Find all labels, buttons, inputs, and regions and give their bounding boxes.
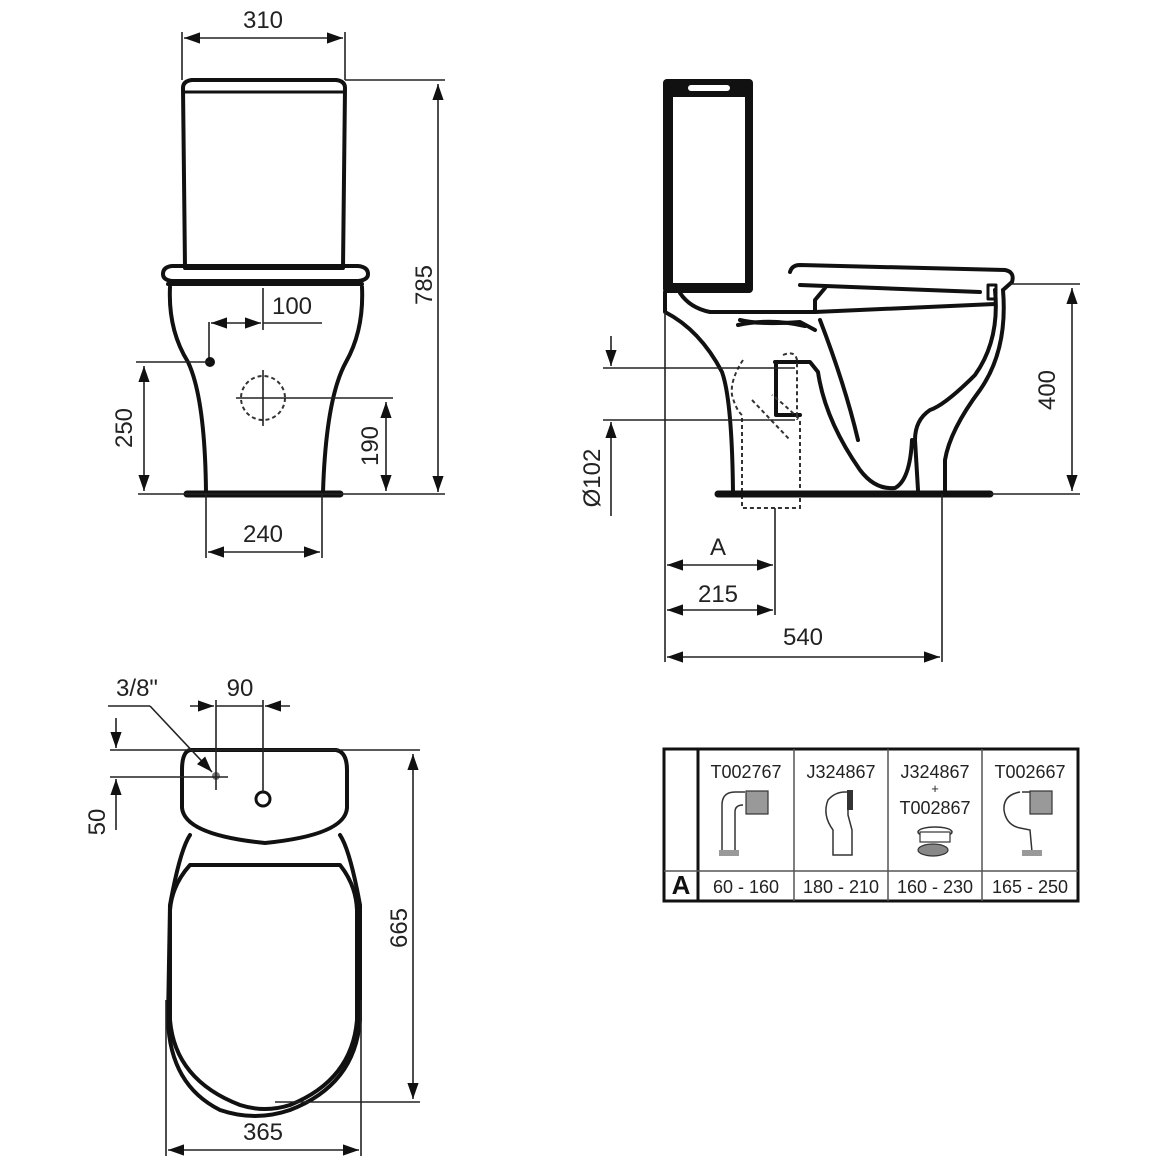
dim-outlet-diameter: Ø102: [579, 449, 606, 508]
dim-connector-distance-a: A: [710, 534, 726, 561]
elbow-pan-connector-icon: [719, 790, 769, 856]
connector-range-1: 60 - 160: [713, 877, 779, 897]
connector-range-3: 160 - 230: [897, 877, 973, 897]
dim-cistern-width: 310: [243, 7, 283, 34]
dim-outlet-distance: 215: [698, 581, 738, 608]
top-view: 3/8" 90 50 665 365: [84, 675, 420, 1156]
s-trap-pan-connector-icon: [1003, 790, 1053, 856]
side-view: 400 Ø102 A 215 540: [579, 79, 1080, 663]
dim-total-width: 365: [243, 1119, 283, 1146]
dim-seat-height: 400: [1034, 370, 1061, 410]
dim-total-height: 785: [411, 265, 438, 305]
offset-pan-connector-icon: [825, 790, 853, 856]
dim-base-width: 240: [243, 521, 283, 548]
connector-code-2: J324867: [806, 762, 875, 782]
dim-total-length: 665: [386, 908, 413, 948]
front-cistern-outline: [181, 78, 347, 270]
dim-inlet-offset: 100: [272, 293, 312, 320]
dim-inlet-height: 250: [111, 408, 138, 448]
pan-collar-connector-icon: [917, 826, 953, 857]
front-pedestal-outline: [167, 285, 365, 494]
connector-code-3b: T002867: [899, 798, 970, 818]
top-cistern-outline: [180, 748, 349, 845]
top-seat-outline: [166, 833, 362, 1118]
side-bowl-outline: [663, 263, 1015, 494]
connector-plus: +: [931, 781, 939, 796]
connector-code-3a: J324867: [900, 762, 969, 782]
side-cistern-outline: [663, 79, 753, 293]
connector-code-4: T002667: [994, 762, 1065, 782]
flush-button-icon: [254, 790, 272, 808]
dim-inlet-thread: 3/8": [116, 675, 158, 702]
dim-outlet-height: 190: [357, 426, 384, 466]
connector-table: A T002767 60 - 160 J324867 180 - 210 J32…: [662, 747, 1080, 903]
front-view: 310 785 100 250 190 240: [111, 7, 445, 558]
hidden-outlet-pipe: [730, 352, 801, 509]
connector-range-4: 165 - 250: [992, 877, 1068, 897]
connector-code-1: T002767: [710, 762, 781, 782]
connector-range-2: 180 - 210: [803, 877, 879, 897]
table-row-label: A: [672, 870, 691, 900]
front-seat-outline: [161, 264, 370, 286]
dim-inlet-offset-back: 50: [84, 809, 111, 836]
dim-inlet-spacing: 90: [227, 675, 254, 702]
dim-total-depth: 540: [783, 624, 823, 651]
